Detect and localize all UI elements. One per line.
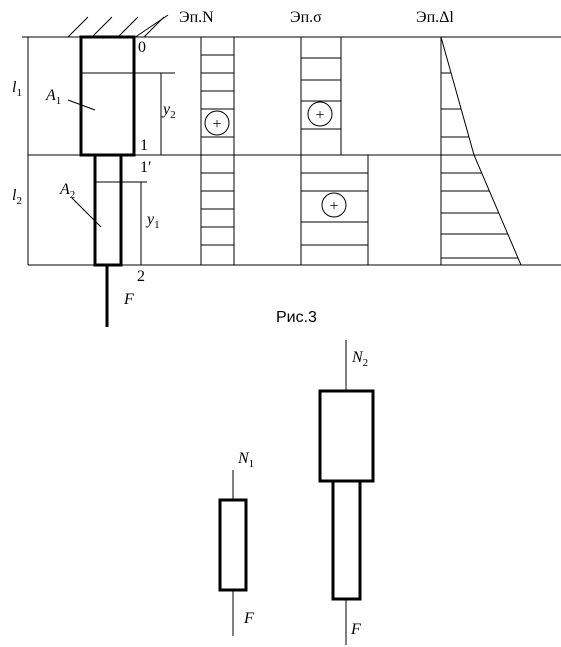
upper-segment [79, 35, 136, 157]
section-label-1: 1 [140, 137, 148, 154]
lower-segment [93, 153, 123, 267]
label-A1: A1 [45, 87, 61, 107]
plus-sign-sigma-upper [307, 101, 333, 127]
A1-leader [67, 99, 96, 111]
header-ep-sigma: Эп.σ [290, 9, 322, 26]
dimension-marks [67, 14, 175, 265]
label-y1: y1 [145, 211, 160, 231]
svg-text:+: + [315, 107, 324, 124]
diagram-N: + [200, 36, 235, 266]
label-F-right: F [350, 621, 361, 638]
section-label-2: 2 [137, 268, 145, 285]
plus-sign-N [204, 110, 230, 136]
free-body-left: N1 F [218, 450, 254, 636]
svg-text:+: + [329, 198, 338, 215]
reference-lines [22, 36, 561, 266]
label-l1: l1 [12, 79, 22, 99]
A2-leader [71, 197, 102, 228]
header-ep-dl: Эп.Δl [416, 9, 454, 26]
label-A2: A2 [59, 181, 75, 201]
section-label-1-prime: 1′ [140, 159, 152, 176]
stepped-bar [79, 35, 136, 327]
diagram-delta-l [440, 36, 522, 266]
free-body-right: N2 F [318, 340, 375, 645]
label-y2: y2 [161, 101, 176, 121]
label-F-left: F [243, 610, 254, 627]
diagram-sigma: + + [300, 36, 369, 266]
label-N2: N2 [351, 349, 368, 369]
figure-caption: Рис.3 [276, 309, 317, 326]
label-l2: l2 [12, 187, 22, 207]
force-label-F: F [123, 291, 134, 308]
section-0-leader [133, 14, 169, 39]
section-label-0: 0 [138, 39, 146, 56]
plus-sign-sigma-lower [321, 192, 347, 218]
svg-text:+: + [212, 116, 221, 133]
header-ep-N: Эп.N [179, 9, 214, 26]
label-N1: N1 [237, 450, 254, 470]
